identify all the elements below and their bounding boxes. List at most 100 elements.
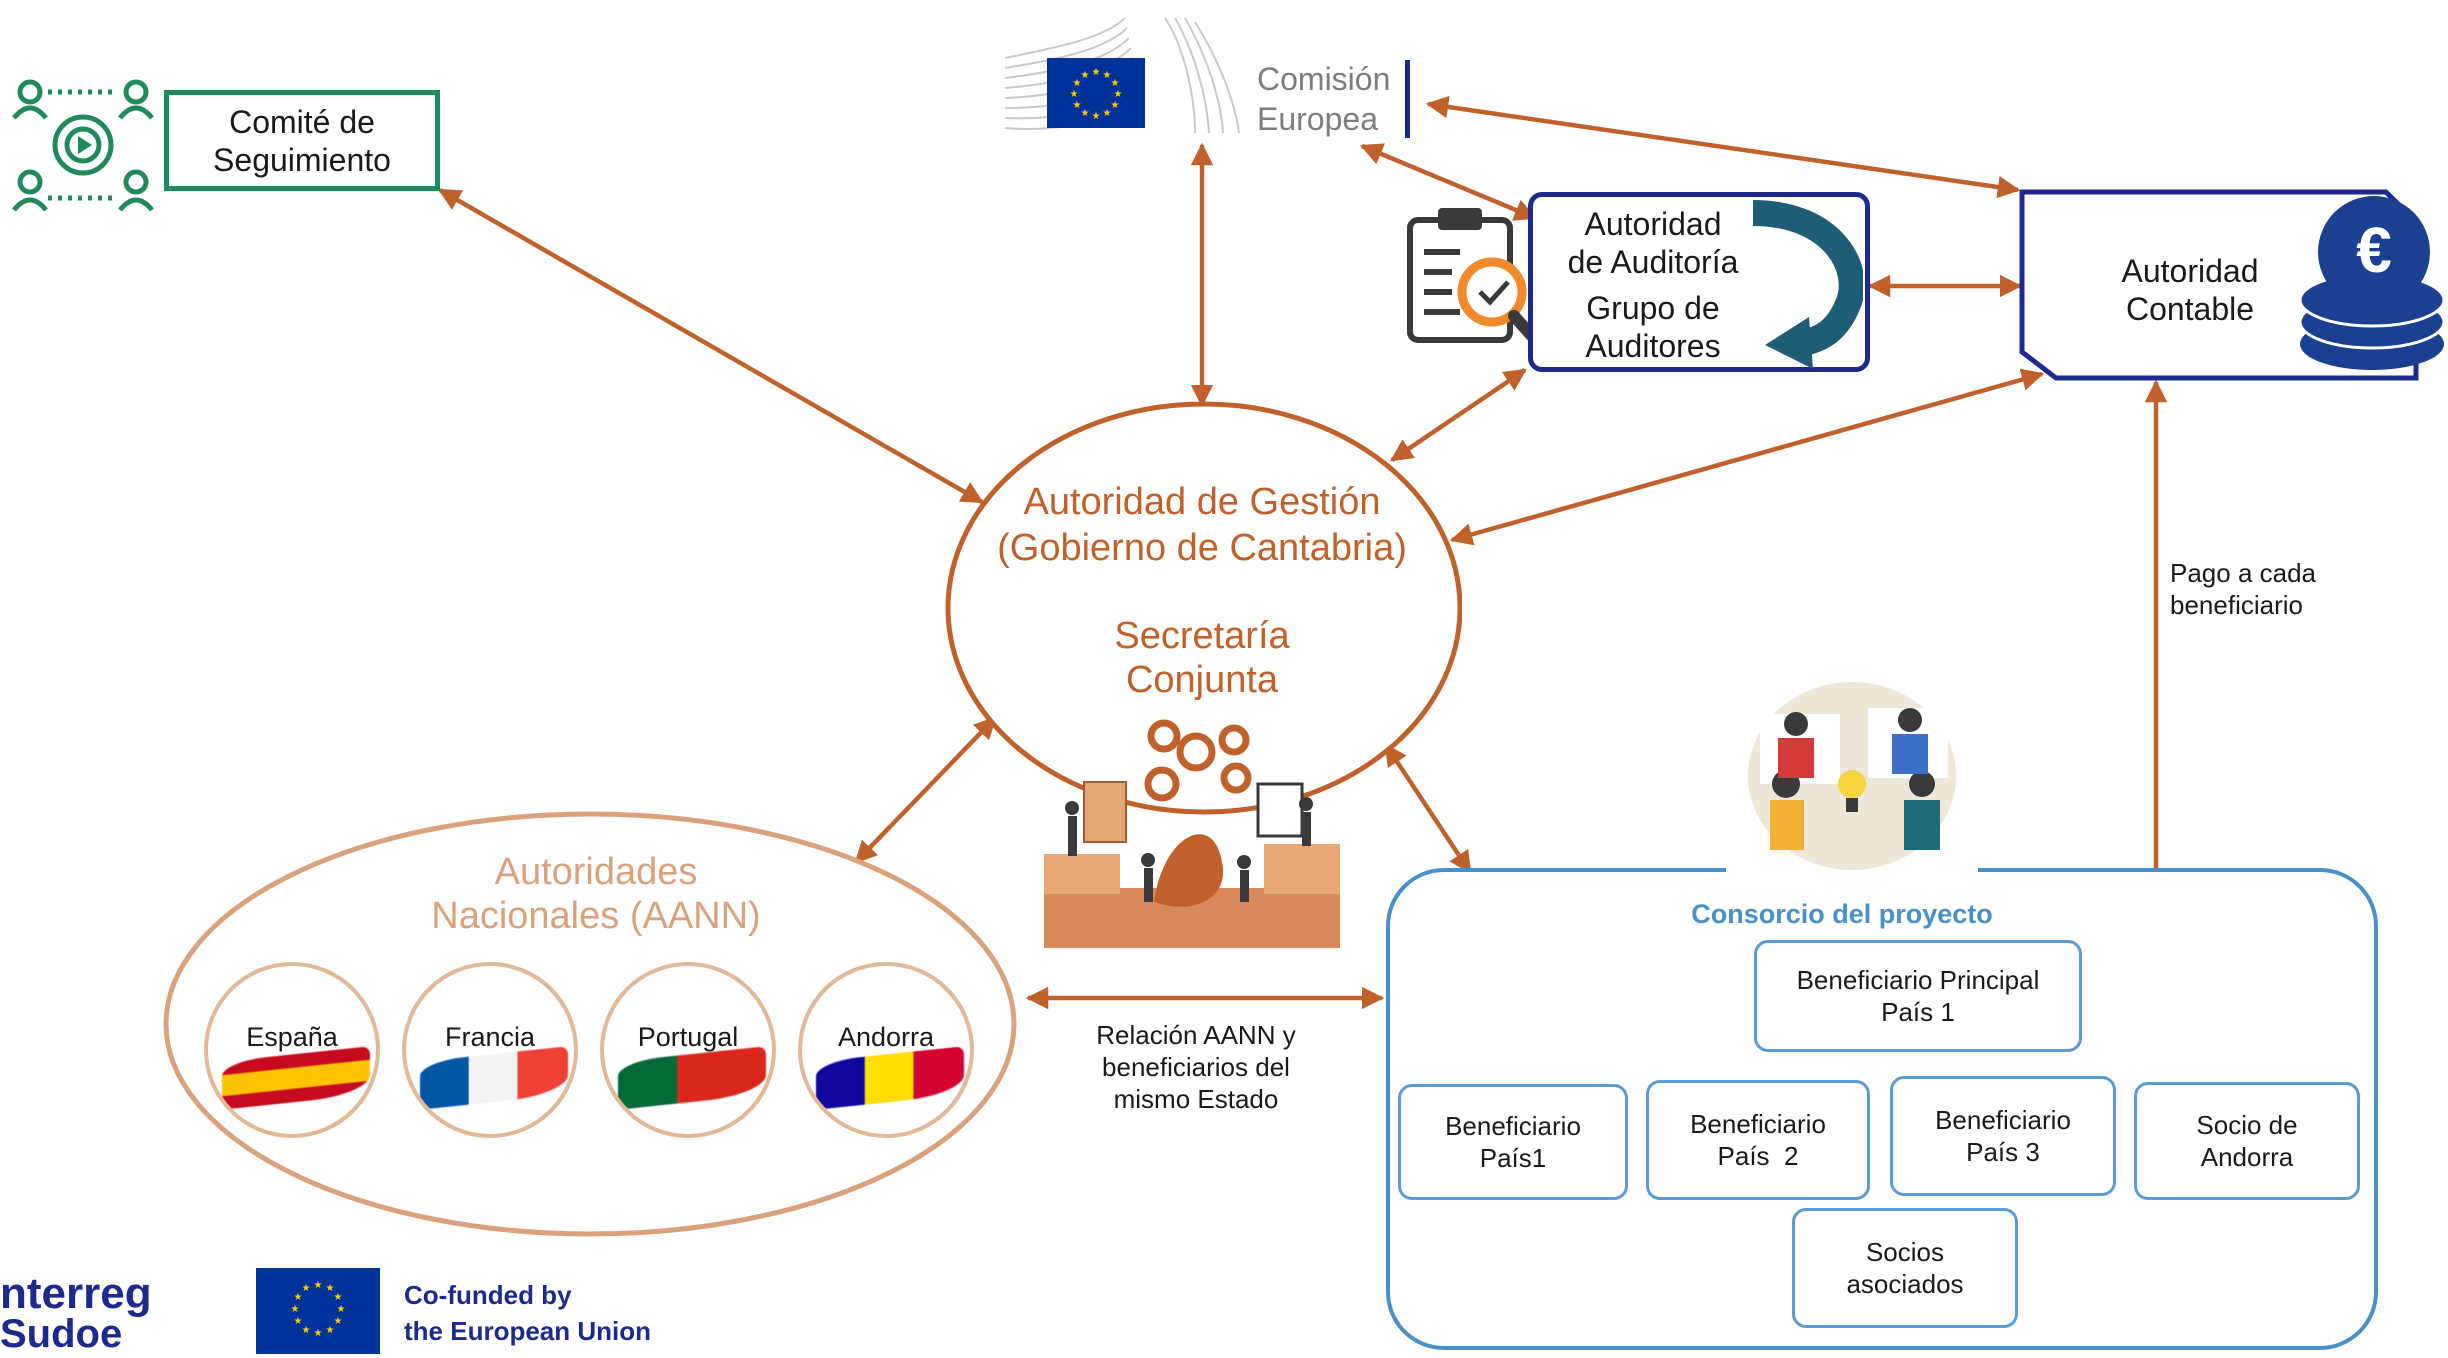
- contable-line2: Contable: [2125, 291, 2255, 327]
- team-meeting-illustration: [1748, 682, 1956, 870]
- arrow-gestion-consorcio: [1384, 743, 1472, 874]
- auditoria-line3: Grupo de: [1586, 290, 1720, 326]
- pago-line2: beneficiario: [2170, 590, 2303, 620]
- eu-flag: [1047, 58, 1145, 128]
- svg-text:★: ★: [1081, 108, 1090, 119]
- b3-line1: Beneficiario: [1935, 1104, 2071, 1135]
- monitoring-committee-icon: [12, 79, 154, 212]
- svg-text:★: ★: [314, 1328, 323, 1339]
- flag-espana: [222, 1046, 370, 1110]
- interreg-logo-line1: nterreg: [0, 1269, 152, 1318]
- commission-name-line2: Europea: [1257, 101, 1378, 137]
- commission-divider: [1405, 60, 1410, 138]
- svg-text:★: ★: [291, 1304, 300, 1315]
- auditoria-line4: Auditores: [1585, 328, 1721, 364]
- gestion-line1: Autoridad de Gestión: [1023, 481, 1381, 523]
- aann-line1: Autoridades: [494, 851, 698, 893]
- svg-text:★: ★: [334, 1316, 343, 1327]
- relacion-line1: Relación AANN y: [1096, 1020, 1296, 1050]
- andorra-line2: Andorra: [2200, 1142, 2294, 1172]
- principal-line1: Beneficiario Principal: [1796, 964, 2040, 995]
- andorra-line1: Socio de: [2196, 1109, 2298, 1140]
- gestion-line2: (Gobierno de Cantabria): [997, 527, 1407, 569]
- commission-logo: ★★★ ★★★ ★★★ ★★★ Comisión Europea: [995, 8, 1415, 138]
- country-circle-portugal: Portugal: [600, 962, 776, 1138]
- relacion-line3: mismo Estado: [1113, 1084, 1279, 1114]
- gestion-line3: Secretaría: [1114, 615, 1290, 657]
- b2-line1: Beneficiario: [1690, 1108, 1826, 1139]
- aann-line2: Nacionales (AANN): [431, 895, 761, 937]
- euro-coins-icon: [2298, 196, 2446, 370]
- country-name-espana: España: [246, 1022, 338, 1052]
- comite-box: Comité de Seguimiento: [164, 90, 440, 191]
- gestion-ellipse: [945, 401, 1462, 815]
- arrow-contable-gestion: [1449, 368, 2045, 546]
- cofunded-line1: Co-funded by: [404, 1280, 572, 1310]
- country-circle-espana: España: [204, 962, 380, 1138]
- svg-text:★: ★: [326, 1325, 335, 1336]
- flag-andorra: [816, 1046, 964, 1110]
- flag-portugal: [618, 1046, 766, 1110]
- svg-text:★: ★: [294, 1292, 303, 1303]
- socios-line1: Socios: [1865, 1236, 1945, 1267]
- euro-symbol: €: [2356, 214, 2392, 286]
- svg-text:★: ★: [326, 1283, 335, 1294]
- flag-francia: [420, 1046, 568, 1110]
- aann-ellipse: [163, 811, 1017, 1237]
- svg-text:★: ★: [1103, 70, 1112, 81]
- svg-text:★: ★: [1111, 100, 1120, 111]
- svg-text:★: ★: [294, 1316, 303, 1327]
- eu-flag-footer: ★★★ ★★★ ★★★ ★★★: [256, 1268, 380, 1354]
- svg-text:★: ★: [314, 1280, 323, 1291]
- contable-line1: Autoridad: [2121, 253, 2259, 289]
- berlaymont-building-icon: ★★★ ★★★ ★★★ ★★★: [1004, 17, 1240, 134]
- svg-text:★: ★: [1111, 78, 1120, 89]
- b1-line2: País1: [1479, 1143, 1547, 1173]
- auditoria-line1: Autoridad: [1584, 206, 1722, 242]
- svg-text:★: ★: [1070, 89, 1079, 100]
- interreg-logo-line2: Sudoe: [0, 1312, 123, 1356]
- country-name-andorra: Andorra: [837, 1022, 935, 1052]
- auditoria-box: Autoridad de Auditoría Grupo de Auditore…: [1528, 192, 1870, 372]
- svg-text:★: ★: [334, 1292, 343, 1303]
- svg-text:★: ★: [1073, 100, 1082, 111]
- country-name-francia: Francia: [444, 1022, 536, 1052]
- auditoria-line2: de Auditoría: [1567, 244, 1739, 280]
- commission-name-line1: Comisión: [1257, 61, 1391, 97]
- svg-text:★: ★: [337, 1304, 346, 1315]
- socios-line2: asociados: [1846, 1269, 1964, 1299]
- country-circle-francia: Francia: [402, 962, 578, 1138]
- consorcio-title: Consorcio del proyecto: [1691, 899, 1993, 929]
- svg-text:★: ★: [1092, 67, 1101, 78]
- relacion-line2: beneficiarios del: [1102, 1052, 1290, 1082]
- svg-text:★: ★: [302, 1325, 311, 1336]
- arrow-commission-contable: [1425, 95, 2021, 199]
- gestion-line4: Conjunta: [1125, 659, 1279, 701]
- comite-line2: Seguimiento: [213, 142, 391, 178]
- b1-line1: Beneficiario: [1445, 1110, 1581, 1141]
- cycle-arrow-icon: [1752, 200, 1863, 369]
- pago-line1: Pago a cada: [2170, 558, 2317, 588]
- country-circle-andorra: Andorra: [798, 962, 974, 1138]
- svg-text:★: ★: [1073, 78, 1082, 89]
- b3-line2: País 3: [1966, 1137, 2040, 1167]
- svg-text:★: ★: [302, 1283, 311, 1294]
- svg-text:★: ★: [1114, 89, 1123, 100]
- svg-text:★: ★: [1103, 108, 1112, 119]
- b2-line2: País 2: [1717, 1141, 1799, 1171]
- arrow-comite-gestion: [438, 188, 984, 504]
- comite-line1: Comité de: [229, 104, 375, 140]
- svg-text:★: ★: [1092, 111, 1101, 122]
- country-name-portugal: Portugal: [637, 1022, 739, 1052]
- svg-text:★: ★: [1081, 70, 1090, 81]
- teamwork-gears-illustration: [1044, 719, 1340, 948]
- cofunded-line2: the European Union: [404, 1316, 651, 1346]
